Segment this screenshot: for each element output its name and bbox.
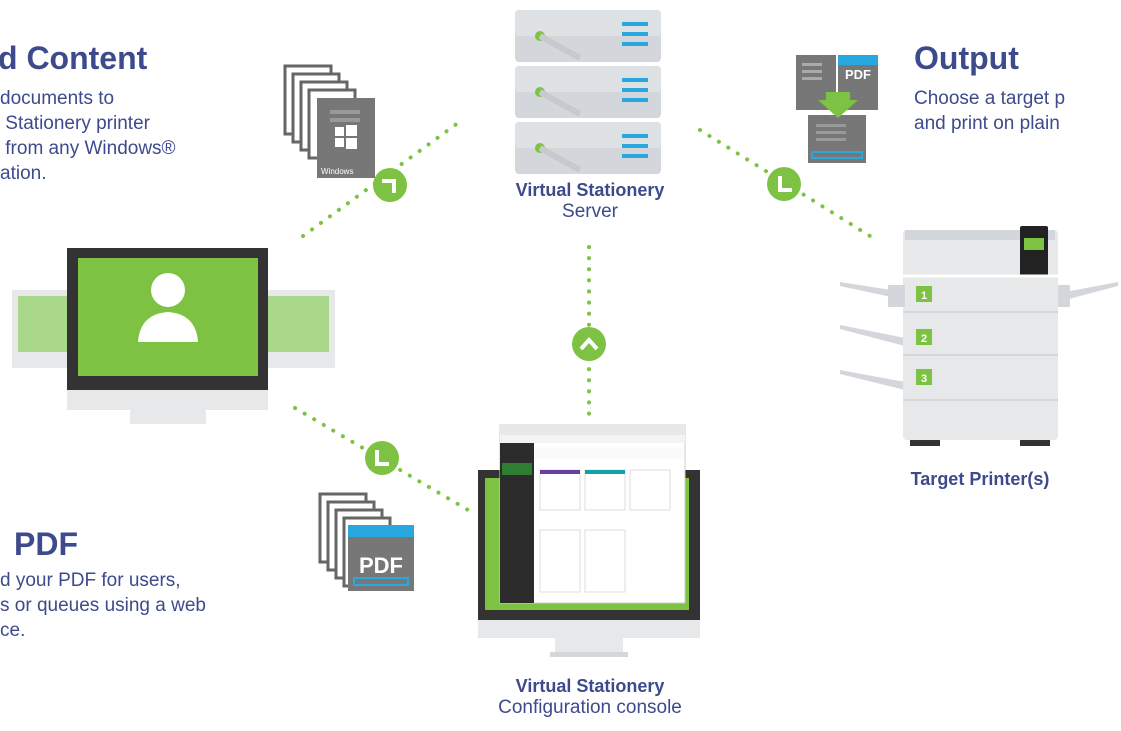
server-icon bbox=[515, 10, 661, 174]
tray-label: 2 bbox=[921, 333, 927, 345]
output-line: and print on plain bbox=[914, 113, 1060, 134]
pdf-documents-icon bbox=[318, 492, 414, 591]
output-heading: Output bbox=[914, 40, 1019, 76]
console-monitor-icon bbox=[478, 424, 700, 657]
pdf-description: d your PDF for users, s or queues using … bbox=[0, 568, 206, 643]
server-caption: Virtual Stationery Server bbox=[440, 180, 740, 223]
desktop-monitors-icon bbox=[12, 248, 335, 424]
output-description: Choose a target p and print on plain bbox=[914, 86, 1065, 136]
pdf-documents-label: PDF bbox=[359, 553, 403, 578]
download-arrow-icon bbox=[818, 92, 858, 118]
add-content-heading: d Content bbox=[0, 40, 148, 76]
arrow-circle-icon bbox=[365, 441, 399, 475]
console-title: Virtual Stationery bbox=[515, 676, 665, 696]
server-subtitle: Server bbox=[562, 201, 618, 222]
pdf-output-label: PDF bbox=[845, 67, 871, 82]
pdf-output-icon bbox=[796, 55, 878, 163]
pdf-line: ce. bbox=[0, 620, 26, 641]
add-content-line: ation. bbox=[0, 163, 47, 184]
console-caption: Virtual Stationery Configuration console bbox=[440, 676, 740, 719]
pdf-line: d your PDF for users, bbox=[0, 570, 181, 591]
pdf-heading: PDF bbox=[14, 526, 78, 562]
add-content-line: from any Windows® bbox=[0, 138, 176, 159]
server-title: Virtual Stationery bbox=[515, 180, 665, 200]
windows-logo-icon bbox=[335, 125, 357, 149]
add-content-line: documents to bbox=[0, 88, 115, 109]
printer-icon bbox=[840, 226, 1118, 446]
arrow-circle-icon bbox=[373, 168, 407, 202]
printer-title: Target Printer(s) bbox=[910, 469, 1050, 489]
pdf-line: s or queues using a web bbox=[0, 595, 206, 616]
tray-label: 1 bbox=[921, 290, 927, 302]
windows-label: Windows bbox=[321, 167, 353, 176]
arrow-circle-icon bbox=[767, 167, 801, 201]
console-subtitle: Configuration console bbox=[498, 697, 682, 718]
output-line: Choose a target p bbox=[914, 88, 1066, 109]
arrow-circle-icon bbox=[572, 327, 606, 361]
add-content-description: documents to Stationery printer from any… bbox=[0, 86, 176, 186]
add-content-line: Stationery printer bbox=[0, 113, 150, 134]
windows-documents-icon bbox=[283, 64, 375, 178]
tray-label: 3 bbox=[921, 373, 927, 385]
